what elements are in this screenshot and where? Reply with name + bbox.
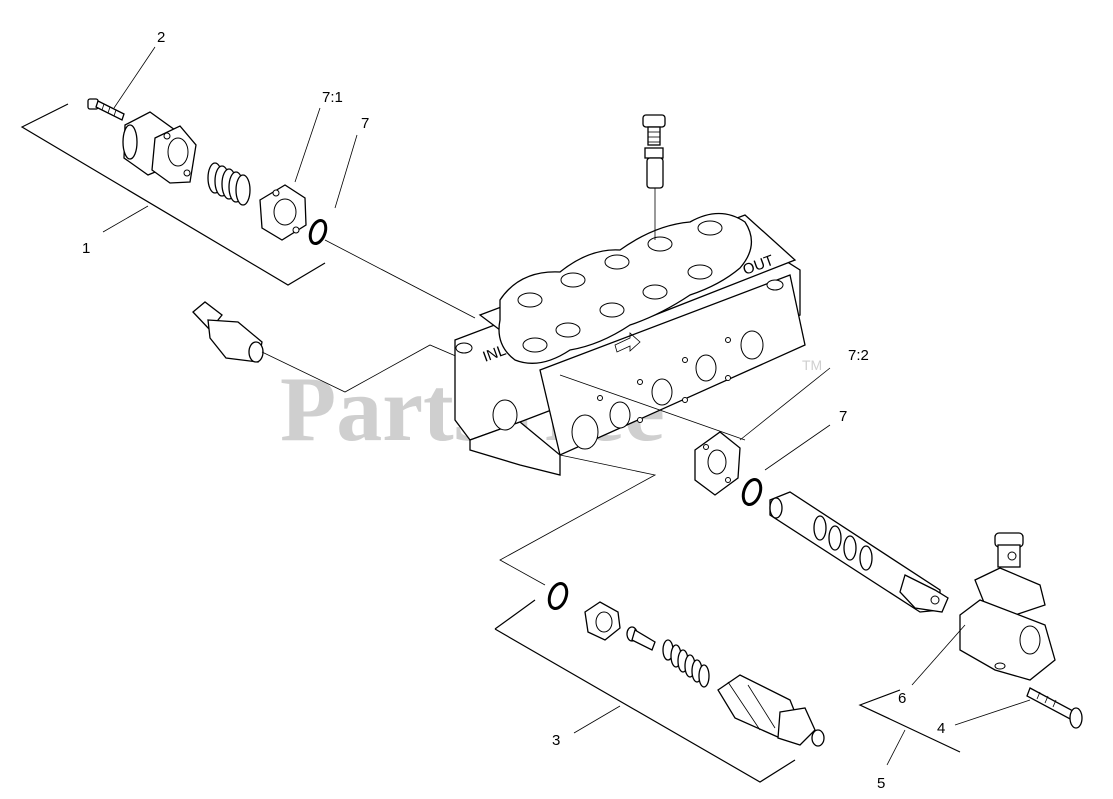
callout-7-2: 7:2 bbox=[848, 347, 869, 364]
callout-7-1: 7:1 bbox=[322, 89, 343, 106]
relief-poppet-part bbox=[626, 626, 674, 661]
callout-2: 2 bbox=[157, 29, 165, 46]
relief-housing-part bbox=[717, 674, 825, 747]
relief-cap-part bbox=[584, 601, 621, 641]
left-spool-part bbox=[192, 301, 466, 393]
callout-7-upper: 7 bbox=[361, 115, 369, 132]
gasket-part-7-1 bbox=[259, 184, 307, 241]
o-ring-part-bottom bbox=[547, 581, 569, 611]
valve-body: INL OUT bbox=[454, 212, 806, 476]
o-ring-part-7-right bbox=[741, 477, 763, 507]
bolt-part-4 bbox=[1026, 687, 1083, 729]
svg-text:INL: INL bbox=[481, 342, 509, 366]
callout-5: 5 bbox=[877, 775, 885, 792]
spring-part bbox=[207, 162, 251, 206]
callout-3: 3 bbox=[552, 732, 560, 749]
main-spool-part bbox=[769, 491, 949, 613]
bolt-part-2 bbox=[87, 98, 125, 121]
callout-7-right: 7 bbox=[839, 408, 847, 425]
o-ring-part-7-upper bbox=[308, 218, 328, 246]
callout-1: 1 bbox=[82, 240, 90, 257]
plug-body-part bbox=[122, 111, 197, 184]
callout-4: 4 bbox=[937, 720, 945, 737]
top-plug-part bbox=[642, 114, 666, 240]
group-1-assembly bbox=[20, 46, 476, 319]
relief-spring-part bbox=[670, 644, 710, 688]
gasket-part-7-2 bbox=[694, 431, 741, 496]
group-3-assembly bbox=[494, 454, 825, 783]
group-5-assembly bbox=[858, 532, 1083, 766]
callout-6: 6 bbox=[898, 690, 906, 707]
watermark-trademark: TM bbox=[802, 357, 822, 373]
handle-bracket-part-6 bbox=[959, 532, 1056, 681]
